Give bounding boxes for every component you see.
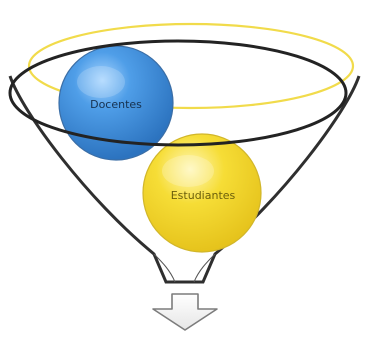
estudiantes-label: Estudiantes: [171, 189, 236, 202]
estudiantes-ball: Estudiantes: [143, 134, 261, 252]
docentes-label: Docentes: [90, 98, 142, 111]
down-arrow-icon: [153, 294, 217, 330]
